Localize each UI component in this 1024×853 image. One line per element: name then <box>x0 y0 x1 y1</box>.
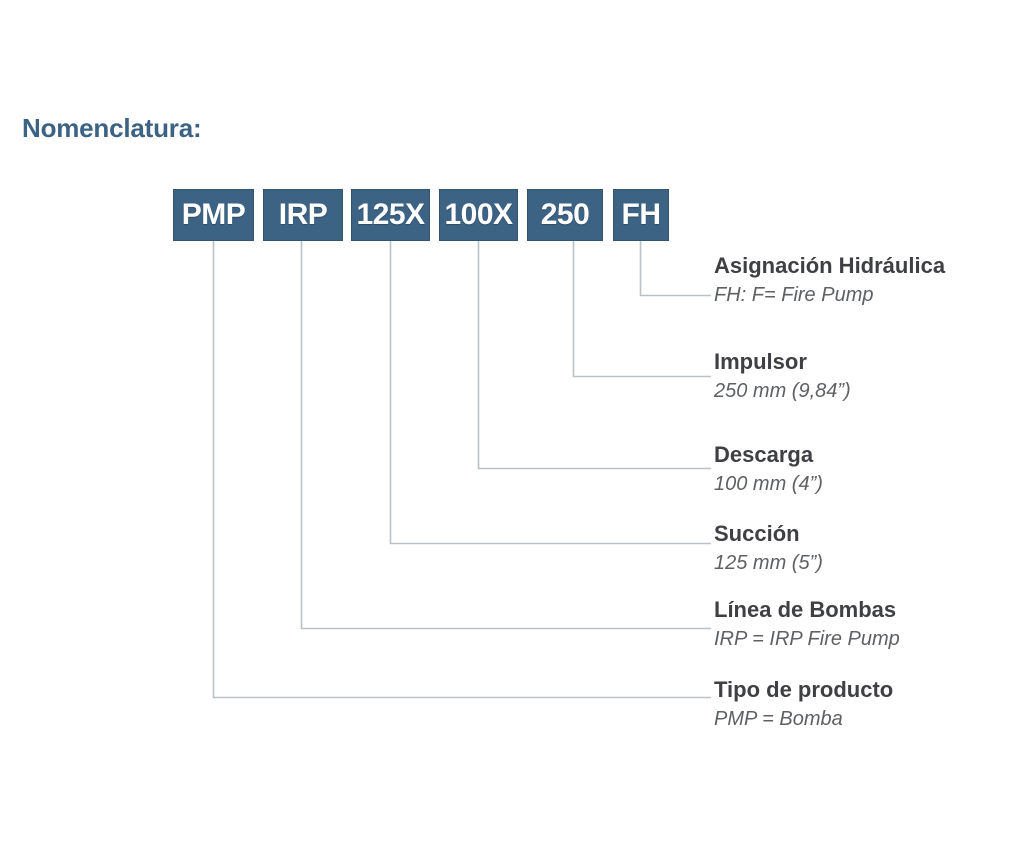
leader-line-250 <box>572 241 711 378</box>
code-block-irp[interactable]: IRP <box>263 189 343 241</box>
code-block-250[interactable]: 250 <box>527 189 603 241</box>
label-group-linea-de-bombas: Línea de Bombas IRP = IRP Fire Pump <box>714 597 900 651</box>
label-title-linea-de-bombas: Línea de Bombas <box>714 597 897 622</box>
code-block-pmp[interactable]: PMP <box>173 189 254 241</box>
leader-line-irp <box>300 241 711 630</box>
label-sub-succion: 125 mm (5”) <box>714 552 823 575</box>
leader-line-pmp <box>212 241 711 699</box>
label-title-descarga: Descarga <box>714 442 814 467</box>
leader-line-fh <box>639 241 711 297</box>
label-title-impulsor: Impulsor <box>714 349 807 374</box>
page-title: Nomenclatura: <box>22 113 202 143</box>
leader-line-100x <box>477 241 711 470</box>
label-group-succion: Succión 125 mm (5”) <box>714 521 823 575</box>
label-sub-descarga: 100 mm (4”) <box>714 473 823 496</box>
label-sub-asignacion-hidraulica: FH: F= Fire Pump <box>714 284 874 307</box>
label-group-impulsor: Impulsor 250 mm (9,84”) <box>714 349 851 403</box>
label-title-succion: Succión <box>714 521 800 546</box>
label-group-asignacion-hidraulica: Asignación Hidráulica FH: F= Fire Pump <box>714 253 945 307</box>
code-block-100x[interactable]: 100X <box>439 189 518 241</box>
label-group-tipo-de-producto: Tipo de producto PMP = Bomba <box>714 677 893 731</box>
code-block-125x[interactable]: 125X <box>351 189 430 241</box>
label-sub-impulsor: 250 mm (9,84”) <box>714 380 851 403</box>
code-block-fh[interactable]: FH <box>613 189 669 241</box>
label-group-descarga: Descarga 100 mm (4”) <box>714 442 823 496</box>
label-sub-tipo-de-producto: PMP = Bomba <box>714 708 843 731</box>
leader-line-125x <box>389 241 711 545</box>
label-title-tipo-de-producto: Tipo de producto <box>714 677 894 702</box>
label-sub-linea-de-bombas: IRP = IRP Fire Pump <box>714 628 900 651</box>
label-title-asignacion-hidraulica: Asignación Hidráulica <box>714 253 946 278</box>
